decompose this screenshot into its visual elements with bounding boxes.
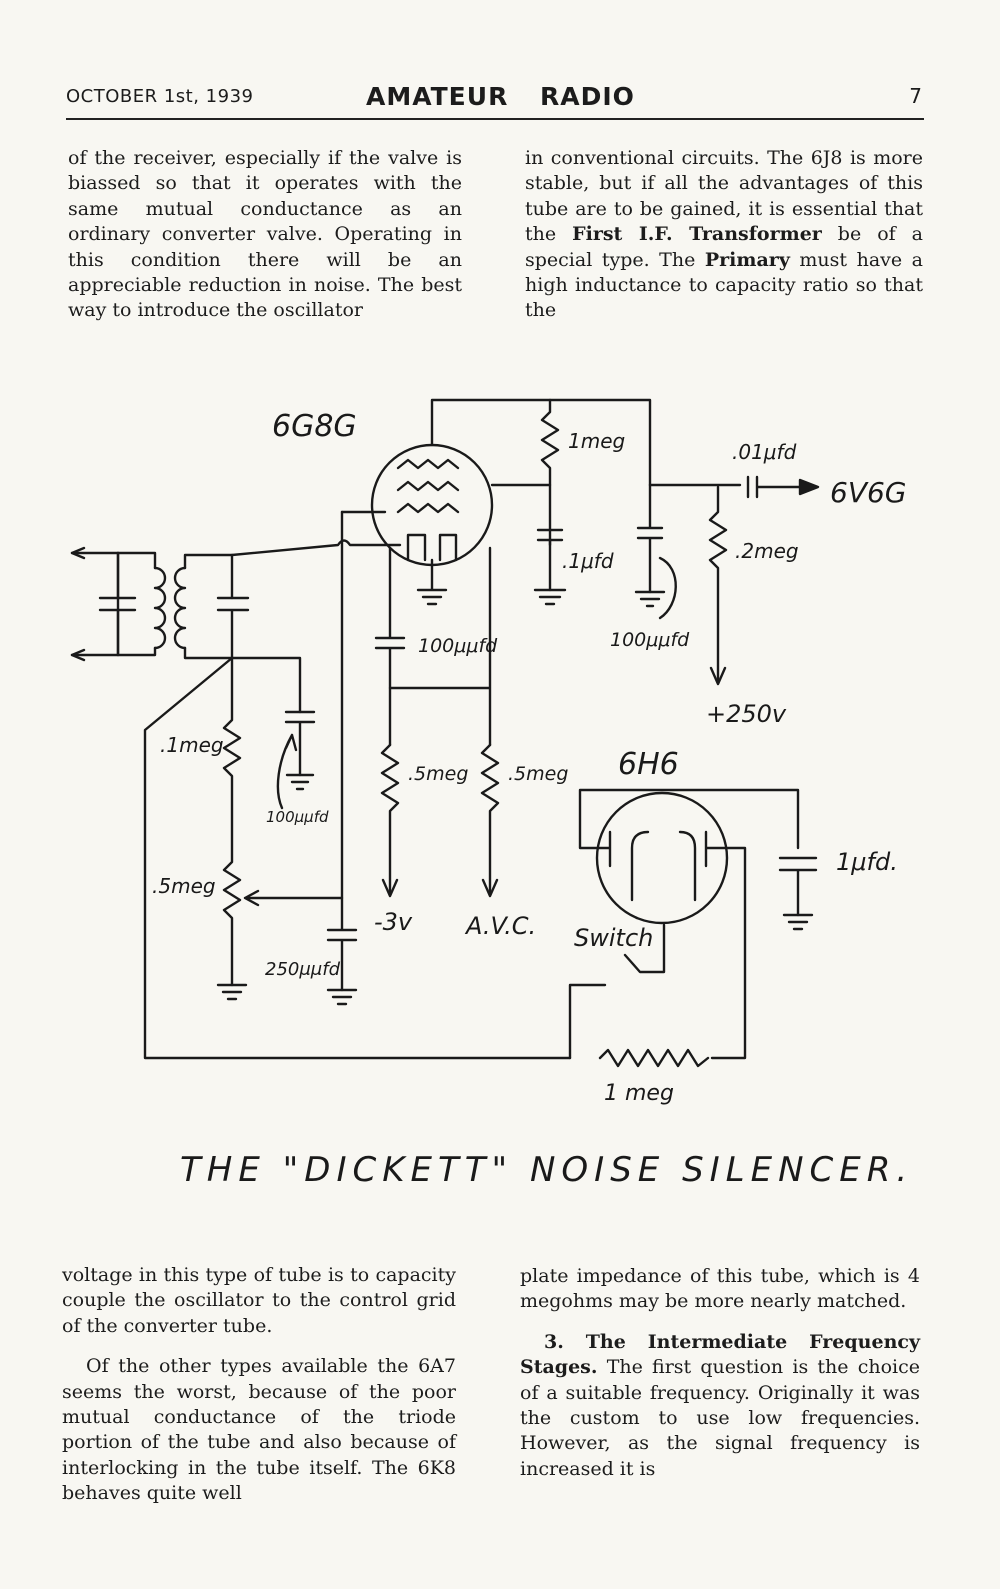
- transformer-coil-2: [173, 566, 187, 650]
- text-column-3: voltage in this type of tube is to capac…: [62, 1263, 456, 1507]
- ground-symbol-6: [416, 558, 448, 606]
- ground-symbol-2: [634, 590, 666, 608]
- transformer-coil-1: [153, 566, 167, 650]
- label-6h6: 6H6: [618, 747, 679, 782]
- arrow-to-6v6g: [798, 478, 820, 496]
- leader-arrow: [658, 556, 677, 620]
- transformer-primary-wire: [70, 551, 120, 657]
- diode-cross-wire: [388, 546, 492, 747]
- label-0-1meg: .1meg: [160, 733, 224, 757]
- capacitor-250uufd: [326, 510, 358, 992]
- capacitor-100uufd-a: [374, 546, 406, 747]
- feedback-wire: [143, 656, 572, 1060]
- 6h6-plate-wire: [578, 788, 800, 868]
- column-4-paragraph-1: plate impedance of this tube, which is 4…: [520, 1265, 920, 1313]
- page-number: 7: [909, 84, 922, 108]
- secondary-tuning-capacitor: [216, 596, 250, 660]
- noise-silencer-schematic: 6G8G 1meg .01μfd 6V6G .1μfd .2meg 100μμf…: [70, 398, 906, 1106]
- label-0-2meg: .2meg: [735, 539, 799, 563]
- switch-lead: [568, 983, 607, 1060]
- plate-wire-top: [430, 398, 652, 487]
- label-1ufd: 1μfd.: [836, 848, 898, 876]
- tube-plate-grid-1: [396, 458, 460, 470]
- section-heading: The Intermediate Frequency Stages.: [520, 1330, 920, 1379]
- capacitor-0-1ufd: [536, 528, 564, 592]
- label-0-1ufd: .1μfd: [562, 549, 614, 573]
- grid-lead: [230, 539, 402, 557]
- page-header: OCTOBER 1st, 1939 AMATEUR RADIO 7: [66, 82, 924, 120]
- figure-caption: THE "DICKETT" NOISE SILENCER.: [180, 1150, 914, 1190]
- label-1meg-bottom: 1 meg: [604, 1081, 674, 1106]
- resistor-0-5meg-a: [380, 743, 400, 894]
- label-minus-3v: -3v: [374, 908, 413, 936]
- capacitor-1ufd: [778, 856, 818, 917]
- tube-6h6-envelope: [595, 791, 729, 925]
- label-avc: A.V.C.: [464, 912, 536, 940]
- switch-contact: [623, 923, 666, 974]
- resistor-1meg-bottom: [598, 1048, 710, 1068]
- journal-title: AMATEUR RADIO: [366, 82, 635, 111]
- ground-symbol-7: [782, 913, 814, 931]
- primary-tuning-capacitor: [98, 551, 137, 657]
- potentiometer-wiper: [243, 889, 344, 907]
- term-primary: Primary: [704, 248, 790, 271]
- label-250uufd: 250μμfd: [265, 959, 341, 980]
- grid-return-wire: [230, 656, 302, 714]
- label-switch: Switch: [574, 924, 653, 952]
- resistor-1meg-plate: [540, 398, 560, 547]
- label-0-5meg-b: .5meg: [508, 763, 568, 785]
- label-0-5meg-pot: .5meg: [152, 874, 216, 898]
- text-column-4: plate impedance of this tube, which is 4…: [520, 1264, 920, 1482]
- column-2-text-1: in conventional circuits. The 6J8 is mor…: [525, 147, 923, 246]
- column-1-text: of the receiver, especially if the valve…: [68, 147, 462, 322]
- label-100uufd-a: 100μμfd: [418, 635, 498, 657]
- header-date: OCTOBER 1st, 1939: [66, 86, 254, 107]
- 6h6-cathodes: [630, 830, 697, 902]
- resistor-0-2meg: [708, 485, 728, 682]
- arrow-250v: [709, 666, 727, 686]
- leader-arrow-2: [276, 733, 298, 810]
- capacitor-100uufd-b: [636, 483, 664, 594]
- input-arrows: [70, 546, 86, 662]
- label-6v6g: 6V6G: [830, 476, 906, 509]
- coil-2-leads: [183, 553, 234, 660]
- tube-diode-plates: [406, 533, 458, 562]
- label-plus-250v: +250v: [706, 700, 787, 728]
- column-2-text-2: be of a special type. The: [525, 223, 924, 271]
- tube-grid-3: [396, 502, 460, 514]
- column-3-paragraph-1: voltage in this type of tube is to capac…: [62, 1264, 456, 1337]
- coil-1-leads: [116, 551, 157, 657]
- label-0-01ufd: .01μfd: [732, 440, 797, 464]
- text-column-1: of the receiver, especially if the valve…: [68, 146, 462, 324]
- term-first-if-transformer: First I.F. Transformer: [572, 223, 822, 246]
- column-2-text-3: must have a high inductance to capacity …: [525, 248, 923, 322]
- ground-symbol-4: [216, 983, 248, 1001]
- label-100uufd-c: 100μμfd: [266, 808, 329, 826]
- column-4-paragraph-2: 3. The Intermediate Frequency Stages. Th…: [520, 1330, 920, 1482]
- ground-symbol-5: [326, 988, 358, 1006]
- label-100uufd-b: 100μμfd: [610, 629, 690, 651]
- resistor-0-5meg-b: [480, 743, 500, 894]
- column-4-text: The first question is the choice of a su…: [520, 1356, 920, 1480]
- column-2-paragraph: in conventional circuits. The 6J8 is mor…: [525, 146, 923, 324]
- ground-symbol-1: [533, 588, 567, 606]
- arrow-avc: [481, 878, 499, 898]
- resistor-chain-left: [222, 656, 242, 987]
- section-number: 3.: [544, 1330, 586, 1353]
- column-3-paragraph-2: Of the other types available the 6A7 see…: [62, 1355, 456, 1505]
- tube-grid-2: [396, 480, 460, 492]
- capacitor-100uufd-c: [284, 710, 316, 777]
- arrow-minus-3v: [381, 878, 399, 898]
- 6h6-plate-2-wire: [704, 830, 747, 1060]
- label-6g8g: 6G8G: [272, 409, 357, 444]
- label-1meg-plate: 1meg: [568, 429, 625, 453]
- text-column-2: in conventional circuits. The 6J8 is mor…: [525, 146, 923, 324]
- ground-symbol-3: [285, 773, 315, 791]
- label-0-5meg-a: .5meg: [408, 763, 468, 785]
